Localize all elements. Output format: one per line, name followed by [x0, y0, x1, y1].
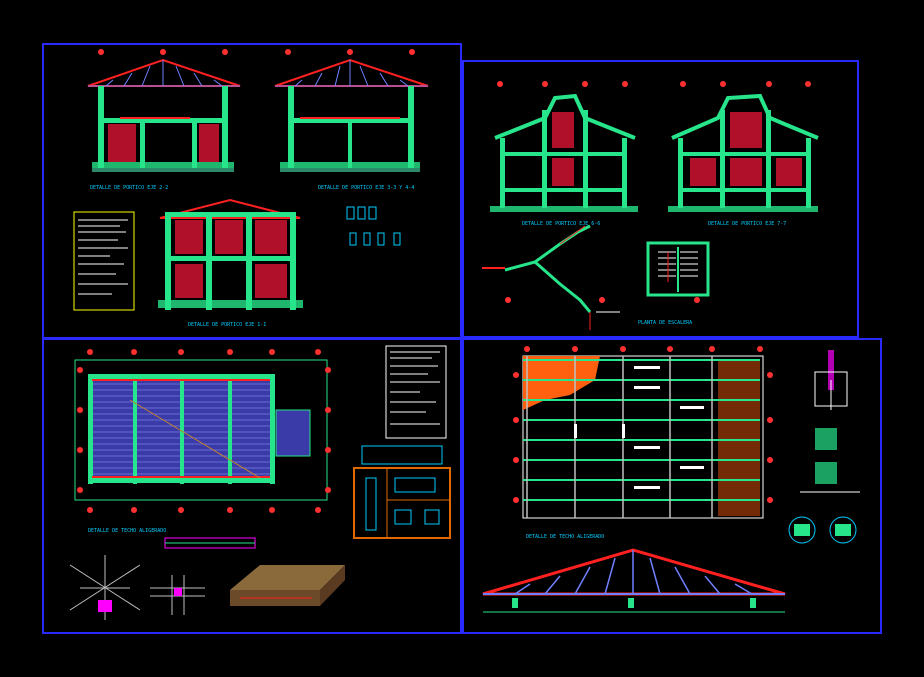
grid-axis-marker: [269, 349, 275, 355]
grid-axis-marker: [77, 367, 83, 373]
grid-axis-marker: [720, 81, 726, 87]
grid-axis-marker: [87, 507, 93, 513]
grid-axis-marker: [131, 507, 137, 513]
frame-elevation-2-2: DETALLE DE PORTICO EJE 2-2: [87, 58, 241, 191]
grid-axis-marker: [325, 447, 331, 453]
roof-truss-elevation: [482, 548, 786, 613]
grid-axis-marker: [513, 497, 519, 503]
caption-frame-2-2: DETALLE DE PORTICO EJE 2-2: [90, 185, 168, 191]
grid-axis-marker: [285, 49, 291, 55]
grid-axis-marker: [87, 349, 93, 355]
grid-axis-marker: [572, 346, 578, 352]
sheet-4[interactable]: DETALLE DE TECHO ALIGERADO: [462, 338, 882, 634]
grid-axis-marker: [709, 346, 715, 352]
grid-axis-marker: [680, 81, 686, 87]
beam-column-joint: [150, 575, 205, 615]
grid-axis-marker: [178, 507, 184, 513]
grid-axis-marker: [767, 497, 773, 503]
caption-frame-3-3: DETALLE DE PORTICO EJE 3-3 Y 4-4: [318, 185, 414, 191]
grid-axis-marker: [222, 49, 228, 55]
slab-3d-section: [230, 565, 345, 606]
caption-slab-plan: DETALLE DE TECHO ALIGERADO: [88, 528, 166, 534]
grid-axis-marker: [178, 349, 184, 355]
grid-axis-marker: [77, 487, 83, 493]
grid-axis-marker: [694, 297, 700, 303]
sheet-1[interactable]: DETALLE DE PORTICO EJE 2-2 DETALLE DE PO…: [42, 43, 462, 339]
stair-plan: PLANTA DE ESCALERA: [638, 241, 710, 326]
connection-details: [788, 516, 857, 544]
grid-axis-marker: [315, 507, 321, 513]
grid-axis-marker: [131, 349, 137, 355]
stair-section: [482, 224, 620, 330]
caption-frame-1-1: DETALLE DE PORTICO EJE 1-1: [188, 322, 266, 328]
grid-axis-marker: [497, 81, 503, 87]
caption-frame-7-7: DETALLE DE PORTICO EJE 7-7: [708, 221, 786, 227]
caption-roof-plan: DETALLE DE TECHO ALIGERADO: [526, 534, 604, 540]
frame-elevation-6-6: DETALLE DE PORTICO EJE 6-6: [490, 93, 638, 227]
grid-axis-marker: [766, 81, 772, 87]
frame-elevation-3-3-4-4: DETALLE DE PORTICO EJE 3-3 Y 4-4: [274, 58, 429, 191]
grid-axis-marker: [805, 81, 811, 87]
grid-axis-marker: [620, 346, 626, 352]
grid-axis-marker: [513, 457, 519, 463]
beam-detail: [164, 537, 256, 549]
grid-axis-marker: [767, 417, 773, 423]
grid-axis-marker: [347, 49, 353, 55]
grid-axis-marker: [325, 407, 331, 413]
grid-axis-marker: [77, 407, 83, 413]
grid-axis-marker: [767, 372, 773, 378]
plate-detail: [800, 428, 860, 493]
grid-axis-marker: [505, 297, 511, 303]
frame-elevation-1-1: DETALLE DE PORTICO EJE 1-1: [158, 198, 303, 328]
grid-axis-marker: [227, 507, 233, 513]
grid-axis-marker: [599, 297, 605, 303]
grid-axis-marker: [524, 346, 530, 352]
frame-elevation-7-7: DETALLE DE PORTICO EJE 7-7: [668, 93, 819, 227]
caption-stair-plan: PLANTA DE ESCALERA: [638, 320, 692, 326]
grid-axis-marker: [325, 367, 331, 373]
column-section-details: [346, 206, 401, 246]
sheet-3[interactable]: DETALLE DE TECHO ALIGERADO: [42, 338, 462, 634]
caption-frame-6-6: DETALLE DE PORTICO EJE 6-6: [522, 221, 600, 227]
anchor-detail: [814, 350, 848, 410]
grid-axis-marker: [325, 487, 331, 493]
column-intersection-3d: [69, 555, 141, 620]
grid-axis-marker: [542, 81, 548, 87]
grid-axis-marker: [315, 349, 321, 355]
notes-table-sheet-1: [73, 211, 135, 311]
grid-axis-marker: [582, 81, 588, 87]
sheet-2[interactable]: DETALLE DE PORTICO EJE 6-6 DETALLE DE PO…: [462, 60, 859, 338]
specifications-box: [361, 345, 447, 465]
grid-axis-marker: [622, 81, 628, 87]
grid-axis-marker: [513, 372, 519, 378]
slab-plan: DETALLE DE TECHO ALIGERADO: [74, 359, 328, 534]
grid-axis-marker: [757, 346, 763, 352]
grid-axis-marker: [77, 447, 83, 453]
grid-axis-marker: [227, 349, 233, 355]
legend-detail-panel: [353, 467, 451, 539]
grid-axis-marker: [513, 417, 519, 423]
grid-axis-marker: [409, 49, 415, 55]
grid-axis-marker: [767, 457, 773, 463]
grid-axis-marker: [160, 49, 166, 55]
roof-plan: DETALLE DE TECHO ALIGERADO: [522, 355, 764, 540]
grid-axis-marker: [269, 507, 275, 513]
grid-axis-marker: [98, 49, 104, 55]
grid-axis-marker: [667, 346, 673, 352]
